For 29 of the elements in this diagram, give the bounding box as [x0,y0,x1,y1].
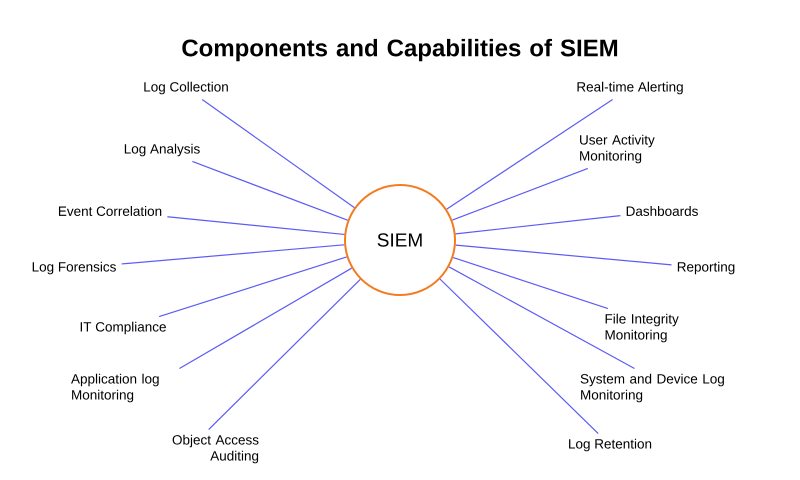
connector-line [456,215,620,234]
label-text: System and Device Log Monitoring [580,374,724,402]
connector-line [208,278,361,430]
label-text: Dashboards [626,206,698,216]
connector-line [192,160,348,221]
connector-line [158,256,347,318]
label-text: Log Forensics [32,262,116,274]
connector-line [446,99,613,210]
connector-line [448,266,635,370]
connector-line [440,278,599,434]
connector-line [122,244,344,265]
connector-line [179,268,352,370]
connector-line [453,256,608,310]
label-text: File Integrity Monitoring [606,314,679,342]
label-text: Object Access Auditing [172,434,258,464]
label-text: Real-time Alerting [577,82,683,94]
label-text: Application log Monitoring [71,374,159,402]
label-text: Log Retention [569,438,652,452]
connector-line [202,99,355,208]
connector-line [167,216,344,236]
label-text: Log Collection [144,82,228,94]
title: Components and Capabilities of SIEM [182,38,618,62]
label-text: Reporting [678,262,734,274]
label-text: Log Analysis [124,144,200,156]
label-text: IT Compliance [80,322,166,334]
connector-line [452,168,588,221]
label-text: Event Correlation [58,206,162,216]
label-text: User Activity Monitoring [580,134,655,164]
connector-line [456,244,672,266]
